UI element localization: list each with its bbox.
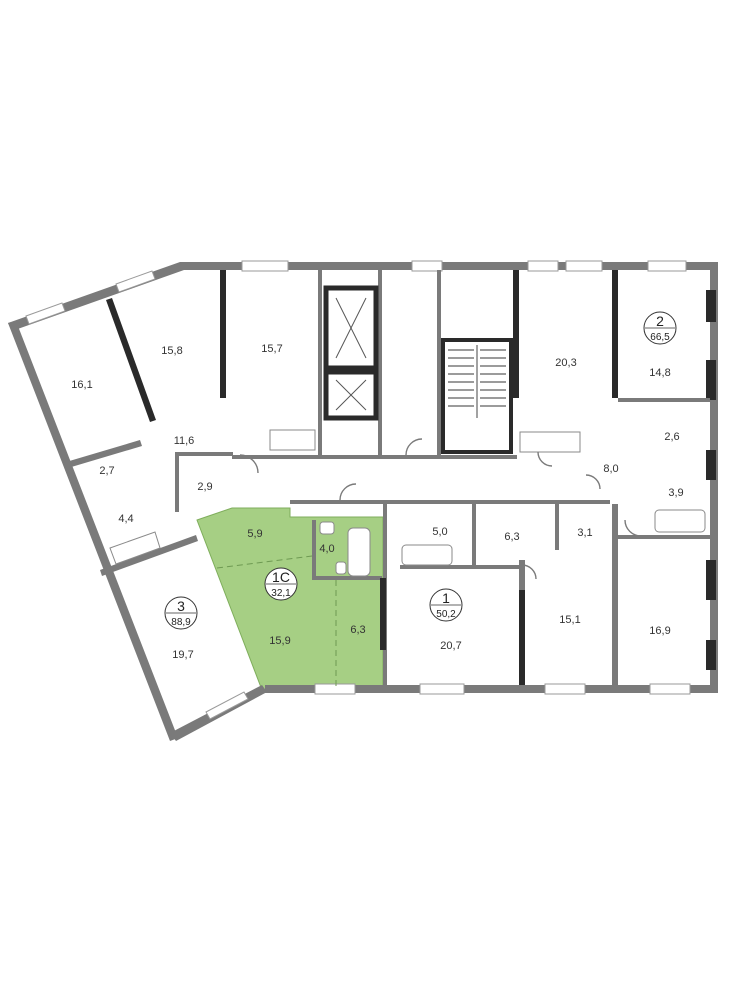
interior-wall: [437, 270, 441, 455]
bathtub: [109, 531, 161, 565]
interior-wall: [400, 565, 520, 569]
apartment-area: 66,5: [650, 332, 670, 343]
door: [624, 519, 642, 537]
interior-wall: [618, 398, 710, 402]
apartment-area: 88,9: [171, 617, 191, 628]
room-area: 20,3: [555, 357, 576, 369]
interior-wall: [66, 440, 142, 468]
window: [544, 683, 586, 695]
room-area: 16,9: [649, 625, 670, 637]
room-area: 6,3: [504, 531, 519, 543]
apartment-area: 50,2: [436, 609, 456, 620]
apartment-number: 2: [656, 313, 664, 329]
stairwell: [441, 338, 513, 454]
room-area: 2,9: [197, 481, 212, 493]
door: [239, 454, 259, 474]
interior-wall: [220, 270, 226, 398]
toilet: [335, 561, 347, 575]
door: [405, 438, 423, 456]
room-area: 15,7: [261, 343, 282, 355]
south-wall: [265, 685, 718, 693]
room-area: 8,0: [603, 463, 618, 475]
interior-wall: [380, 578, 386, 650]
room-area: 15,1: [559, 614, 580, 626]
apartment-number: 3: [177, 598, 185, 614]
interior-wall: [519, 590, 525, 685]
room-area: 15,9: [269, 635, 290, 647]
bathtub: [401, 544, 453, 566]
apartment-area: 32,1: [271, 588, 291, 599]
interior-wall: [555, 500, 559, 550]
room-area: 3,9: [668, 487, 683, 499]
bathroom-fixture: [519, 431, 581, 453]
corridor-wall: [232, 455, 517, 459]
interior-wall: [378, 270, 382, 455]
wall-segment: [706, 290, 716, 322]
window: [314, 683, 356, 695]
window: [241, 260, 289, 272]
room-area: 2,7: [99, 465, 114, 477]
window: [205, 691, 249, 720]
north-wall: [180, 262, 718, 270]
door: [585, 474, 601, 490]
room-area: 14,8: [649, 367, 670, 379]
bathtub: [347, 527, 371, 577]
wall-segment: [706, 560, 716, 600]
interior-wall: [175, 452, 233, 456]
interior-wall: [618, 535, 710, 539]
door: [339, 483, 357, 501]
window: [25, 302, 66, 325]
interior-wall: [513, 270, 519, 398]
room-area: 19,7: [172, 649, 193, 661]
interior-wall: [472, 500, 476, 568]
bathtub: [654, 509, 706, 533]
apartment-number: 1C: [272, 569, 290, 585]
window: [115, 270, 156, 293]
door: [521, 564, 537, 580]
wall-segment: [706, 450, 716, 480]
room-area: 16,1: [71, 379, 92, 391]
wall-segment: [706, 640, 716, 670]
bathroom-wall: [312, 576, 382, 580]
interior-wall: [100, 535, 198, 576]
west-wall: [8, 321, 178, 741]
window: [647, 260, 687, 272]
room-area: 15,8: [161, 345, 182, 357]
interior-wall: [106, 298, 156, 422]
interior-wall: [612, 504, 618, 689]
window: [527, 260, 559, 272]
apartment-number: 1: [442, 590, 450, 606]
room-area: 4,4: [118, 513, 133, 525]
interior-wall: [175, 452, 179, 512]
sink: [319, 521, 335, 535]
window: [565, 260, 603, 272]
elevator-shaft: [323, 285, 379, 371]
corridor-wall: [290, 500, 610, 504]
wall-segment: [706, 360, 716, 400]
bathroom-fixture: [269, 429, 316, 451]
window: [649, 683, 691, 695]
elevator-shaft: [323, 369, 379, 421]
window: [411, 260, 443, 272]
window: [419, 683, 465, 695]
room-area: 3,1: [577, 527, 592, 539]
room-area: 4,0: [319, 543, 334, 555]
room-area: 11,6: [174, 435, 195, 447]
bathroom-wall: [312, 520, 316, 578]
interior-wall: [318, 270, 322, 455]
room-area: 2,6: [664, 431, 679, 443]
room-area: 6,3: [350, 624, 365, 636]
door: [537, 451, 553, 467]
room-area: 5,0: [432, 526, 447, 538]
room-area: 20,7: [440, 640, 461, 652]
interior-wall: [612, 270, 618, 398]
room-area: 5,9: [247, 528, 262, 540]
